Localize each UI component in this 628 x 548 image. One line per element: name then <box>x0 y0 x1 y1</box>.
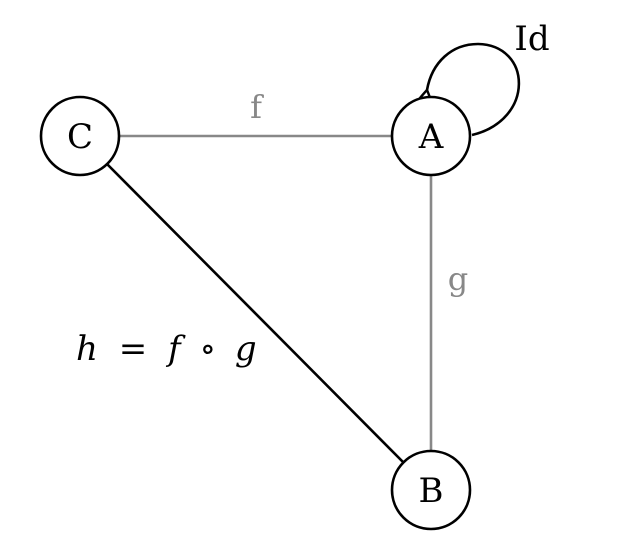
edge-h-label: h = f ∘ g <box>76 329 257 369</box>
edge-h-label-h: h <box>76 329 98 369</box>
node-c-label: C <box>67 117 93 157</box>
edge-h-label-compose: ∘ <box>199 329 216 369</box>
node-c: C <box>39 95 121 177</box>
node-a-label: A <box>418 117 444 157</box>
node-b-label: B <box>419 471 444 511</box>
edge-id-loop <box>427 42 521 137</box>
edge-g-label: g <box>448 260 468 298</box>
node-a: A <box>390 95 472 177</box>
edge-h-label-f: f <box>165 329 186 369</box>
edge-h-label-eq: = <box>119 329 148 369</box>
edge-id-label: Id <box>514 19 549 59</box>
edge-f-label: f <box>250 88 264 126</box>
edge-h-label-g: g <box>235 329 257 369</box>
node-b: B <box>390 449 472 531</box>
edge-h-arrow <box>108 165 404 463</box>
